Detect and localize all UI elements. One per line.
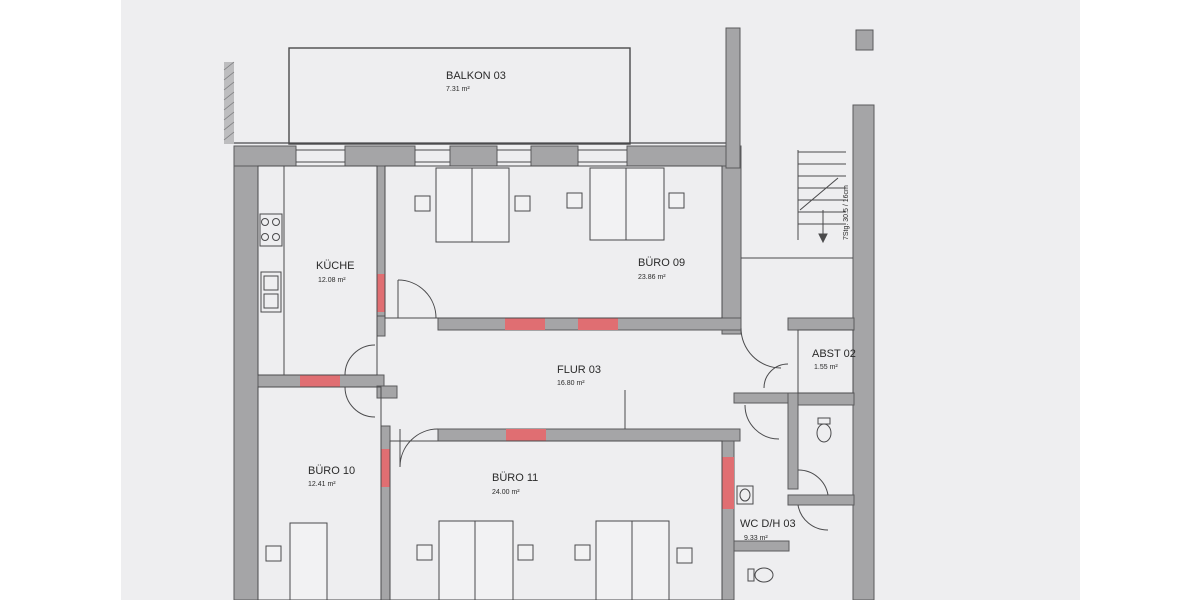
toilet-1 [816,423,832,443]
highlight-buero09-door-left [505,318,545,330]
kitchen-counter [259,166,285,375]
sink [260,271,282,313]
toilet-2 [754,567,774,583]
wall-abst-left [787,317,855,331]
stove [259,213,283,247]
windows [296,149,627,163]
wc-fixtures [736,417,832,583]
floor-plan: BALKON 03 7.31 m² KÜCHE 12.08 m² BÜRO 09… [223,27,875,600]
label-buero11: BÜRO 11 [492,472,538,484]
balcony-outline [288,47,631,145]
wall-wc-mid [733,392,789,404]
wall-top-2 [344,145,416,167]
highlight-kueche-bottom [300,375,340,387]
wall-top-4 [530,145,579,167]
area-abst: 1.55 m² [814,364,838,371]
wall-wc-divider [787,392,799,490]
wall-left-outer [233,145,259,600]
wall-wc-lower-right [787,494,855,506]
highlight-buero11-top [506,429,546,441]
highlighted-walls [300,274,734,509]
label-abst: ABST 02 [812,348,856,360]
room-outlines [257,165,854,600]
highlight-kueche-east [377,274,385,312]
wall-wc-bottom [733,540,790,552]
wall-top-3 [449,145,498,167]
label-balkon: BALKON 03 [446,70,506,82]
highlight-buero09-door-right [578,318,618,330]
highlight-buero11-east [722,457,734,509]
wall-buero09-east [721,165,742,335]
wall-right-outer [852,104,875,600]
floor-plan-sheet: BALKON 03 7.31 m² KÜCHE 12.08 m² BÜRO 09… [121,0,1080,600]
wall-kueche-flur-b [376,385,398,399]
room-labels: BALKON 03 7.31 m² KÜCHE 12.08 m² BÜRO 09… [308,70,856,542]
wall-stair-left [725,27,741,169]
area-kueche: 12.08 m² [318,277,346,284]
wall-buero11-top [437,428,741,442]
wall-top-5 [626,145,742,167]
wall-top-right-block [855,29,874,51]
area-buero09: 23.86 m² [638,274,666,281]
area-wc: 9.33 m² [744,535,768,542]
label-flur: FLUR 03 [557,364,601,376]
stair-annotation: 7Stg. 30.5 / 16cm [843,185,850,240]
area-balkon: 7.31 m² [446,86,470,93]
label-buero10: BÜRO 10 [308,465,355,477]
area-flur: 16.80 m² [557,380,585,387]
label-buero09: BÜRO 09 [638,257,685,269]
stair [797,150,846,244]
door-swings [344,279,829,531]
highlight-buero10-east [381,449,390,487]
label-wc: WC D/H 03 [740,518,796,530]
wall-top-1 [233,145,297,167]
hatch-lines [223,61,235,141]
label-kueche: KÜCHE [316,260,355,272]
area-buero11: 24.00 m² [492,489,520,496]
washbasin [736,485,754,505]
wall-kueche-flur-a [376,315,386,337]
desks [265,167,693,600]
hatch-column [224,62,234,144]
area-buero10: 12.41 m² [308,481,336,488]
walls [233,27,875,600]
